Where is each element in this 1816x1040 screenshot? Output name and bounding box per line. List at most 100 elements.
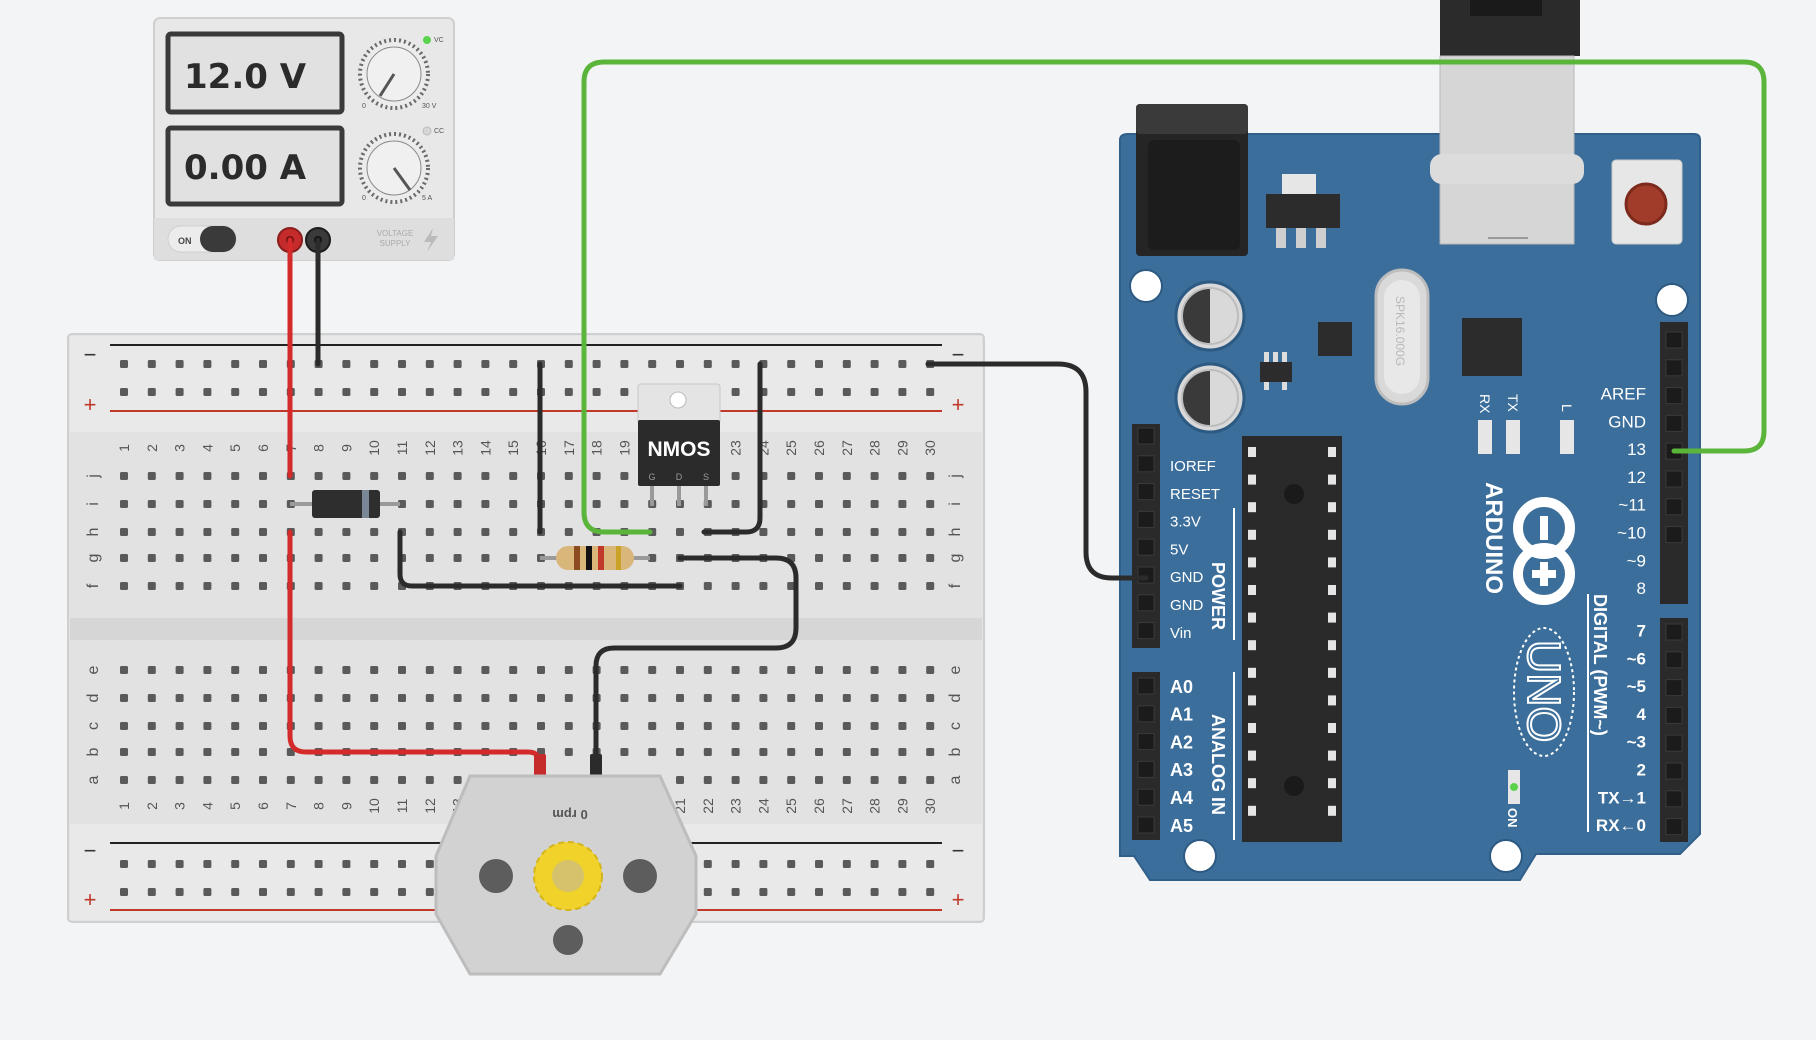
- rail-hole[interactable]: [231, 360, 240, 368]
- wire-green-pin13-to-gate[interactable]: [581, 59, 1767, 535]
- rail-hole[interactable]: [286, 888, 295, 896]
- breadboard-hole[interactable]: [842, 528, 851, 536]
- breadboard-hole[interactable]: [175, 722, 184, 730]
- breadboard-hole[interactable]: [926, 528, 935, 536]
- breadboard-hole[interactable]: [425, 472, 434, 480]
- header-pin-socket[interactable]: [1137, 538, 1155, 556]
- header-pin-socket[interactable]: [1665, 790, 1683, 808]
- voltage-knob[interactable]: [358, 38, 430, 110]
- rail-hole[interactable]: [648, 360, 657, 368]
- rail-hole[interactable]: [370, 888, 379, 896]
- breadboard-hole[interactable]: [926, 748, 935, 756]
- rail-hole[interactable]: [453, 388, 462, 396]
- rail-hole[interactable]: [759, 888, 768, 896]
- breadboard-hole[interactable]: [453, 472, 462, 480]
- rail-hole[interactable]: [815, 860, 823, 868]
- breadboard-hole[interactable]: [815, 528, 823, 536]
- breadboard-hole[interactable]: [120, 582, 128, 590]
- breadboard-hole[interactable]: [926, 666, 935, 674]
- breadboard-hole[interactable]: [787, 776, 796, 784]
- rail-hole[interactable]: [926, 888, 935, 896]
- breadboard-hole[interactable]: [231, 748, 240, 756]
- breadboard-hole[interactable]: [314, 582, 323, 590]
- breadboard-hole[interactable]: [870, 472, 879, 480]
- breadboard-hole[interactable]: [703, 776, 712, 784]
- header-pin-socket[interactable]: [1137, 622, 1155, 640]
- breadboard-hole[interactable]: [926, 582, 935, 590]
- rail-hole[interactable]: [398, 360, 406, 368]
- header-pin-socket[interactable]: [1665, 331, 1683, 349]
- rail-hole[interactable]: [731, 388, 740, 396]
- breadboard-hole[interactable]: [509, 528, 518, 536]
- breadboard-hole[interactable]: [481, 694, 490, 702]
- breadboard-hole[interactable]: [703, 722, 712, 730]
- header-pin-socket[interactable]: [1665, 651, 1683, 669]
- breadboard-hole[interactable]: [259, 500, 267, 508]
- header-pin-socket[interactable]: [1665, 623, 1683, 641]
- header-pin-socket[interactable]: [1137, 733, 1155, 751]
- rail-hole[interactable]: [259, 388, 267, 396]
- breadboard-hole[interactable]: [648, 722, 657, 730]
- breadboard-hole[interactable]: [425, 554, 434, 562]
- breadboard-hole[interactable]: [842, 500, 851, 508]
- breadboard-hole[interactable]: [175, 500, 184, 508]
- breadboard-hole[interactable]: [259, 694, 267, 702]
- breadboard-hole[interactable]: [481, 554, 490, 562]
- rail-hole[interactable]: [342, 360, 351, 368]
- rail-hole[interactable]: [620, 388, 629, 396]
- rail-hole[interactable]: [787, 360, 796, 368]
- breadboard-hole[interactable]: [815, 722, 823, 730]
- breadboard-hole[interactable]: [842, 582, 851, 590]
- rail-hole[interactable]: [147, 888, 156, 896]
- rail-hole[interactable]: [759, 860, 768, 868]
- breadboard-hole[interactable]: [259, 582, 267, 590]
- breadboard-hole[interactable]: [398, 776, 406, 784]
- breadboard-hole[interactable]: [453, 500, 462, 508]
- breadboard-hole[interactable]: [898, 694, 907, 702]
- breadboard-hole[interactable]: [592, 472, 601, 480]
- breadboard-hole[interactable]: [620, 694, 629, 702]
- header-pin-socket[interactable]: [1137, 455, 1155, 473]
- rail-hole[interactable]: [175, 388, 184, 396]
- header-pin-socket[interactable]: [1137, 705, 1155, 723]
- rail-hole[interactable]: [926, 860, 935, 868]
- breadboard-hole[interactable]: [175, 528, 184, 536]
- header-pin-socket[interactable]: [1137, 760, 1155, 778]
- breadboard-hole[interactable]: [564, 500, 573, 508]
- resistor[interactable]: [540, 546, 650, 570]
- breadboard-hole[interactable]: [537, 666, 545, 674]
- breadboard-hole[interactable]: [898, 500, 907, 508]
- rail-hole[interactable]: [481, 388, 490, 396]
- breadboard-hole[interactable]: [842, 722, 851, 730]
- breadboard-hole[interactable]: [175, 748, 184, 756]
- breadboard-hole[interactable]: [815, 582, 823, 590]
- breadboard-hole[interactable]: [926, 500, 935, 508]
- breadboard-hole[interactable]: [731, 500, 740, 508]
- breadboard-hole[interactable]: [759, 776, 768, 784]
- breadboard-hole[interactable]: [815, 472, 823, 480]
- breadboard-hole[interactable]: [453, 694, 462, 702]
- breadboard-hole[interactable]: [926, 694, 935, 702]
- breadboard-hole[interactable]: [370, 582, 379, 590]
- nmos-transistor[interactable]: NMOS G D S: [637, 383, 721, 506]
- breadboard-hole[interactable]: [703, 748, 712, 756]
- breadboard-hole[interactable]: [842, 554, 851, 562]
- wire-black-rail-to-arduino-gnd[interactable]: [925, 361, 1149, 581]
- breadboard-hole[interactable]: [481, 472, 490, 480]
- rail-hole[interactable]: [314, 860, 323, 868]
- breadboard-hole[interactable]: [898, 722, 907, 730]
- breadboard-hole[interactable]: [898, 472, 907, 480]
- rail-hole[interactable]: [731, 888, 740, 896]
- breadboard-hole[interactable]: [815, 554, 823, 562]
- rail-hole[interactable]: [370, 360, 379, 368]
- breadboard-hole[interactable]: [398, 722, 406, 730]
- breadboard-hole[interactable]: [731, 722, 740, 730]
- rail-hole[interactable]: [870, 360, 879, 368]
- breadboard-hole[interactable]: [147, 694, 156, 702]
- breadboard-hole[interactable]: [870, 666, 879, 674]
- breadboard-hole[interactable]: [398, 694, 406, 702]
- wire-black-diode-to-drain[interactable]: [397, 529, 683, 589]
- breadboard-hole[interactable]: [147, 582, 156, 590]
- breadboard-hole[interactable]: [314, 554, 323, 562]
